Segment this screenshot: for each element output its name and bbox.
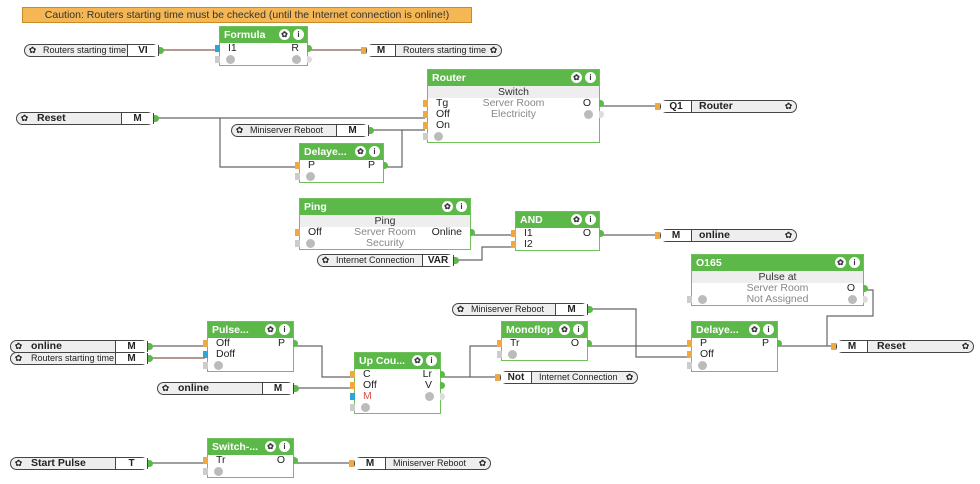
wire [443, 345, 497, 378]
input-start-pulse[interactable]: ✿ Start Pulse T [10, 457, 153, 470]
add-input-icon[interactable] [214, 467, 223, 476]
gear-icon[interactable]: ✿ [235, 125, 244, 135]
input-routers-starting-time[interactable]: ✿ Routers starting time VI [24, 44, 164, 57]
gear-icon[interactable]: ✿ [489, 45, 498, 55]
output-miniserver-reboot[interactable]: M Miniserver Reboot ✿ [349, 457, 491, 470]
gear-icon[interactable]: ✿ [784, 101, 793, 111]
gear-icon[interactable]: ✿ [784, 230, 793, 240]
gear-icon[interactable]: ✿ [961, 341, 970, 351]
gear-icon[interactable]: ✿ [265, 441, 276, 452]
add-input-icon[interactable] [226, 55, 235, 64]
add-output-icon[interactable] [425, 392, 434, 401]
input-miniserver-reboot[interactable]: ✿ Miniserver Reboot M [231, 124, 374, 137]
gear-icon[interactable]: ✿ [478, 458, 487, 468]
output-internet-connection[interactable]: Not Internet Connection ✿ [495, 371, 638, 384]
info-icon[interactable]: i [426, 355, 437, 366]
wire [589, 308, 687, 358]
add-input-icon[interactable] [361, 403, 370, 412]
gear-icon[interactable]: ✿ [321, 255, 330, 265]
gear-icon[interactable]: ✿ [559, 324, 570, 335]
info-icon[interactable]: i [763, 324, 774, 335]
info-icon[interactable]: i [369, 146, 380, 157]
info-icon[interactable]: i [585, 214, 596, 225]
gear-icon[interactable]: ✿ [442, 201, 453, 212]
info-icon[interactable]: i [279, 324, 290, 335]
gear-icon[interactable]: ✿ [835, 257, 846, 268]
add-output-icon[interactable] [848, 295, 857, 304]
output-reset[interactable]: M Reset ✿ [831, 340, 974, 353]
caution-banner: Caution: Routers starting time must be c… [22, 7, 472, 23]
gear-icon[interactable]: ✿ [456, 304, 465, 314]
gear-icon[interactable]: ✿ [571, 72, 582, 83]
output-router[interactable]: Q1 Router ✿ [655, 100, 797, 113]
gear-icon[interactable]: ✿ [749, 324, 760, 335]
gear-icon[interactable]: ✿ [279, 29, 290, 40]
gear-icon[interactable]: ✿ [14, 458, 23, 468]
input-miniserver-reboot-2[interactable]: ✿ Miniserver Reboot M [452, 303, 593, 316]
info-icon[interactable]: i [573, 324, 584, 335]
info-icon[interactable]: i [293, 29, 304, 40]
input-online-2[interactable]: ✿ online M [157, 382, 299, 395]
wire [296, 345, 350, 378]
gear-icon[interactable]: ✿ [625, 372, 634, 382]
output-online[interactable]: M online ✿ [655, 229, 797, 242]
info-icon[interactable]: i [849, 257, 860, 268]
gear-icon[interactable]: ✿ [14, 341, 23, 351]
gear-icon[interactable]: ✿ [571, 214, 582, 225]
add-output-icon[interactable] [292, 55, 301, 64]
gear-icon[interactable]: ✿ [412, 355, 423, 366]
gear-icon[interactable]: ✿ [20, 113, 29, 123]
add-input-icon[interactable] [434, 132, 443, 141]
gear-icon[interactable]: ✿ [265, 324, 276, 335]
add-input-icon[interactable] [508, 350, 517, 359]
input-routers-starting-time-2[interactable]: ✿ Routers starting time M [10, 352, 153, 365]
info-icon[interactable]: i [279, 441, 290, 452]
gear-icon[interactable]: ✿ [14, 353, 23, 363]
add-input-icon[interactable] [698, 295, 707, 304]
add-input-icon[interactable] [306, 172, 315, 181]
add-output-icon[interactable] [584, 110, 593, 119]
add-input-icon[interactable] [698, 361, 707, 370]
wire [385, 130, 403, 168]
gear-icon[interactable]: ✿ [28, 45, 37, 55]
output-routers-starting-time[interactable]: M Routers starting time ✿ [361, 44, 502, 57]
input-internet-connection[interactable]: ✿ Internet Connection VAR [317, 254, 459, 267]
info-icon[interactable]: i [456, 201, 467, 212]
gear-icon[interactable]: ✿ [161, 383, 170, 393]
gear-icon[interactable]: ✿ [355, 146, 366, 157]
input-reset[interactable]: ✿ Reset M [16, 112, 159, 125]
add-input-icon[interactable] [306, 239, 315, 248]
add-input-icon[interactable] [214, 361, 223, 370]
info-icon[interactable]: i [585, 72, 596, 83]
